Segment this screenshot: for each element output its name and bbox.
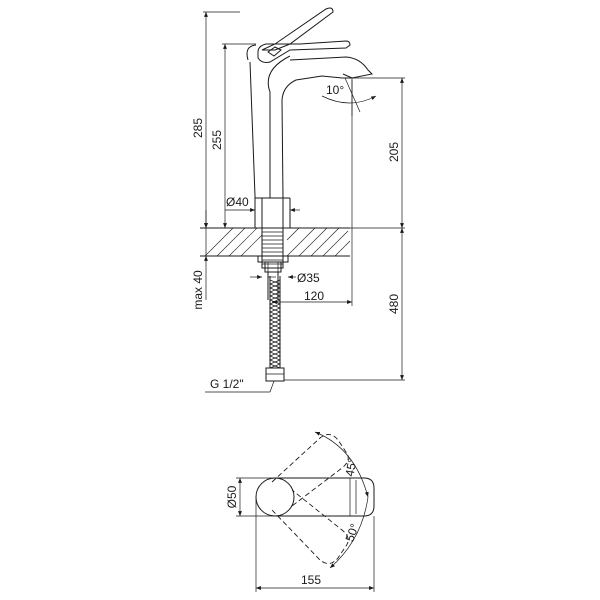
side-dimension-lines [203,11,405,393]
dim-body-diameter: Ø40 [226,195,249,209]
dim-hose-length: 480 [387,294,401,314]
dim-total-height: 285 [191,118,205,138]
dim-mount-diameter: Ø35 [297,271,320,285]
dim-body-height: 255 [210,130,224,150]
faucet-body [246,7,374,229]
dim-connection: G 1/2" [210,377,244,391]
dim-length: 155 [301,573,321,587]
dim-base-diameter: Ø50 [225,485,239,508]
top-dimension-lines [236,477,375,592]
side-view: 285 255 205 Ø40 10° Ø35 120 480 max 40 G… [191,7,405,393]
top-body [255,477,375,517]
top-view: Ø50 155 45° 50° [225,431,375,592]
dim-max-thickness: max 40 [191,270,205,310]
lever-positions [271,434,349,564]
dim-spout-height: 205 [387,142,401,162]
dim-angle-left: 45° [343,457,360,478]
dim-spout-reach: 120 [304,289,324,303]
braided-hose [265,276,285,382]
dim-spout-angle: 10° [326,83,344,97]
dim-angle-right: 50° [343,522,362,544]
